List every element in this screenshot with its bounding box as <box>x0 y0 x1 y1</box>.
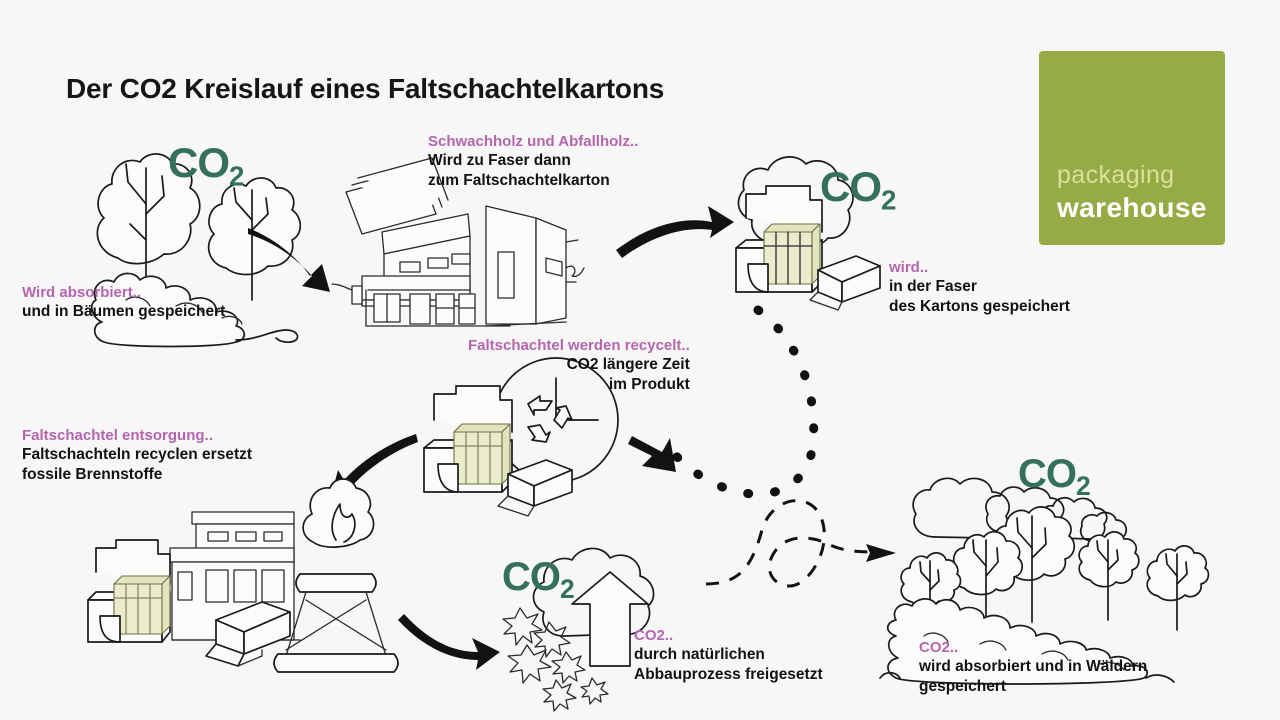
co2-text: CO <box>820 163 882 210</box>
logo-text-warehouse: warehouse <box>1057 192 1207 223</box>
arrow-factory-to-carton <box>616 206 734 258</box>
callout-recycled-line1: CO2 längere Zeit <box>566 356 690 374</box>
logo-text-packaging: packaging <box>1057 161 1175 189</box>
callout-stored-line1: in der Faser <box>889 278 977 296</box>
co2-subscript: 2 <box>560 573 575 604</box>
callout-recycled: Faltschachtel werden recycelt.. CO2 läng… <box>468 336 690 395</box>
callout-disposal-line1: Faltschachteln recyclen ersetzt <box>22 446 253 464</box>
incineration-plant-with-flame-illustration <box>87 478 399 673</box>
brand-logo[interactable]: packaging warehouse <box>1039 51 1225 245</box>
callout-forest-line2: gespeichert <box>919 678 1007 696</box>
callout-fiber: Schwachholz und Abfallholz.. Wird zu Fas… <box>428 132 638 191</box>
callout-fiber-line1: Wird zu Faser dann <box>428 152 571 170</box>
co2-label-forest: CO2 <box>1018 452 1091 502</box>
callout-stored-kicker: wird.. <box>889 259 929 276</box>
arrow-recycle-to-factory <box>330 434 418 500</box>
callout-release: CO2.. durch natürlichen Abbauprozess fre… <box>634 626 823 685</box>
callout-disposal-line2: fossile Brennstoffe <box>22 466 163 484</box>
callout-fiber-kicker: Schwachholz und Abfallholz.. <box>428 133 639 150</box>
callout-stored: wird.. in der Faser des Kartons gespeich… <box>889 258 1070 317</box>
callout-absorb-kicker: Wird absorbiert.. <box>22 284 142 301</box>
arrow-factory-to-decomposition <box>398 614 500 670</box>
callout-forest: CO2.. wird absorbiert und in Wäldern ges… <box>919 638 1147 697</box>
callout-absorb: Wird absorbiert.. und in Bäumen gespeich… <box>22 283 225 322</box>
dashed-loop-decomposition-to-forest <box>705 499 896 588</box>
co2-label-trees: CO2 <box>168 139 244 192</box>
co2-text: CO <box>502 555 561 599</box>
callout-release-line1: durch natürlichen <box>634 646 765 664</box>
callout-release-line2: Abbauprozess freigesetzt <box>634 666 823 684</box>
co2-label-carton: CO2 <box>820 163 896 216</box>
callout-fiber-line2: zum Faltschachtelkarton <box>428 172 610 190</box>
co2-subscript: 2 <box>229 160 245 192</box>
co2-label-decomposition: CO2 <box>502 555 575 605</box>
callout-disposal-kicker: Faltschachtel entsorgung.. <box>22 427 213 444</box>
arrow-trees-to-factory <box>248 228 330 292</box>
callout-forest-line1: wird absorbiert und in Wäldern <box>919 658 1148 676</box>
callout-absorb-line1: und in Bäumen gespeichert <box>22 303 226 321</box>
page-title: Der CO2 Kreislauf eines Faltschachtelkar… <box>66 73 665 104</box>
co2-subscript: 2 <box>1076 470 1091 501</box>
co2-text: CO <box>1018 452 1077 496</box>
callout-recycled-line2: im Produkt <box>608 376 690 394</box>
co2-subscript: 2 <box>881 184 897 216</box>
co2-text: CO <box>168 139 230 186</box>
callout-forest-kicker: CO2.. <box>919 639 959 656</box>
callout-release-kicker: CO2.. <box>634 627 674 644</box>
callout-recycled-kicker: Faltschachtel werden recycelt.. <box>468 337 690 354</box>
callout-stored-line2: des Kartons gespeichert <box>889 298 1070 316</box>
callout-disposal: Faltschachtel entsorgung.. Faltschachtel… <box>22 426 252 485</box>
